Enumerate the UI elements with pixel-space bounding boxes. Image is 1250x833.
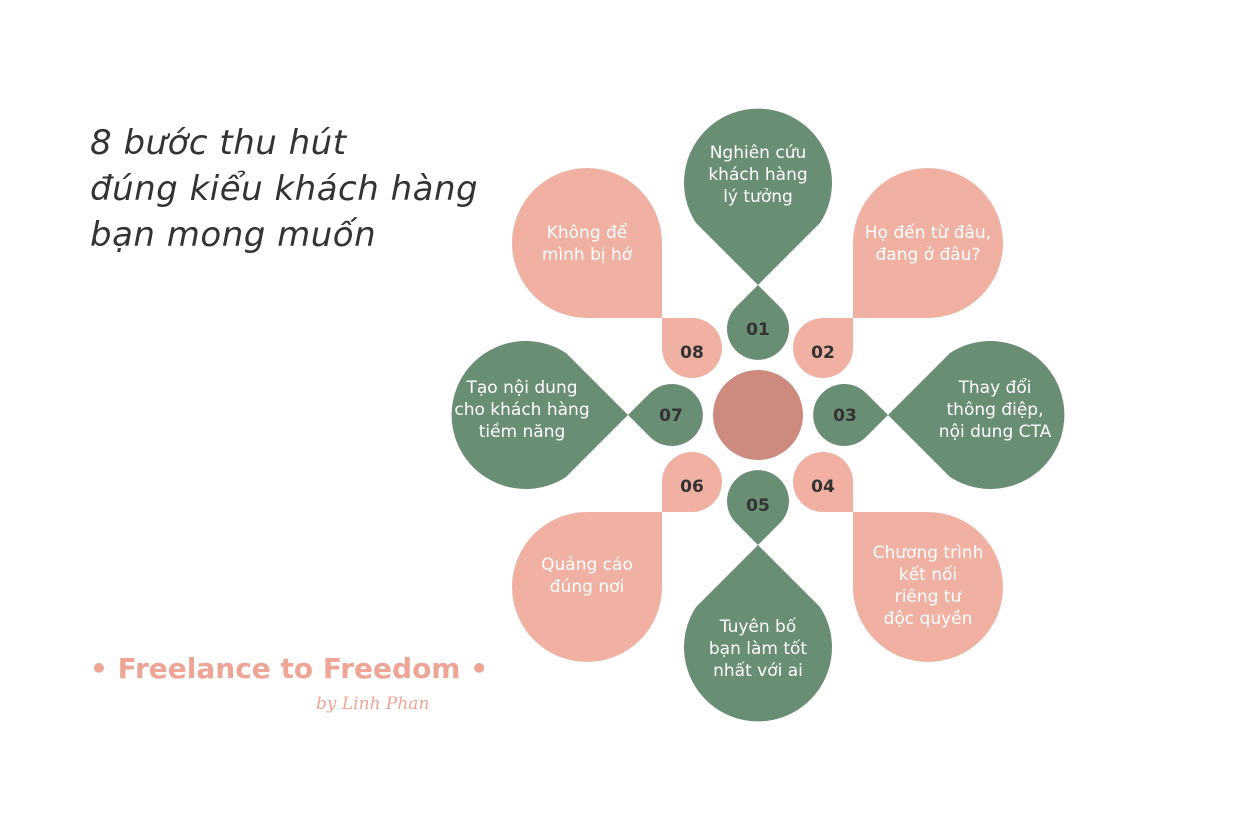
petal-01-small (727, 285, 789, 360)
title-line-1: 8 bước thu hút (90, 123, 347, 163)
step-06 (512, 452, 722, 662)
step-08-number: 08 (680, 343, 704, 363)
step-05 (684, 470, 832, 722)
step-02-number: 02 (811, 343, 835, 363)
step-01-number: 01 (746, 320, 770, 340)
step-03-number: 03 (833, 406, 857, 426)
step-08-label-line: mình bị hớ (542, 245, 633, 265)
petal-05-large (684, 545, 832, 722)
petal-04-small (793, 452, 853, 512)
step-06-label-line: đúng nơi (550, 577, 624, 597)
step-01-label-line: Nghiên cứu (710, 143, 807, 163)
step-01 (684, 108, 832, 360)
step-05-label-line: Tuyên bố (719, 616, 797, 637)
petal-07-small (628, 384, 703, 446)
step-03-label-line: Thay đổi (958, 377, 1032, 398)
step-04-label-line: độc quyền (884, 608, 973, 629)
petal-08-large (512, 168, 662, 318)
step-01-label-line: lý tưởng (723, 187, 793, 207)
diagram-title: 8 bước thu hút đúng kiểu khách hàng bạn … (90, 120, 490, 258)
step-07-label-line: cho khách hàng (454, 400, 589, 420)
step-03-label-line: thông điệp, (947, 400, 1044, 420)
step-04-label-line: riêng tư (895, 587, 963, 607)
petal-06-large (512, 512, 662, 662)
title-line-3: bạn mong muốn (90, 215, 377, 255)
step-01-label-line: khách hàng (708, 165, 807, 185)
step-07 (451, 341, 703, 489)
step-02 (793, 168, 1003, 378)
petal-07-large (451, 341, 628, 489)
petal-08-small (662, 318, 722, 378)
step-04 (793, 452, 1003, 662)
petal-03-large (888, 341, 1065, 489)
step-02-label-line: Họ đến từ đâu, (865, 222, 991, 243)
brand-name: • Freelance to Freedom • (90, 652, 489, 685)
step-07-label-line: Tạo nội dung (465, 378, 577, 398)
step-02-label: Họ đến từ đâu,đang ở đâu? (865, 222, 991, 265)
center-circle (713, 370, 803, 460)
step-04-label-line: kết nối (899, 564, 957, 585)
petal-04-large (853, 512, 1003, 662)
step-02-label-line: đang ở đâu? (876, 245, 981, 265)
brand-byline: by Linh Phan (316, 694, 430, 714)
step-05-label-line: bạn làm tốt (709, 638, 808, 659)
step-08 (512, 168, 722, 378)
step-03-label-line: nội dung CTA (939, 422, 1052, 442)
petal-02-small (793, 318, 853, 378)
step-08-label-line: Không để (547, 222, 628, 243)
step-07-number: 07 (659, 406, 683, 426)
title-line-2: đúng kiểu khách hàng (90, 169, 479, 209)
petal-03-small (813, 384, 888, 446)
petal-02-large (853, 168, 1003, 318)
step-05-number: 05 (746, 496, 770, 516)
step-07-label-line: tiềm năng (479, 421, 566, 442)
step-04-label-line: Chương trình (873, 543, 984, 563)
step-04-number: 04 (811, 477, 835, 497)
petal-06-small (662, 452, 722, 512)
step-05-label-line: nhất với ai (713, 660, 803, 681)
step-06-label-line: Quảng cáo (541, 555, 633, 575)
petal-05-small (727, 470, 789, 545)
step-06-number: 06 (680, 477, 704, 497)
petal-01-large (684, 108, 832, 285)
step-03 (813, 341, 1065, 489)
